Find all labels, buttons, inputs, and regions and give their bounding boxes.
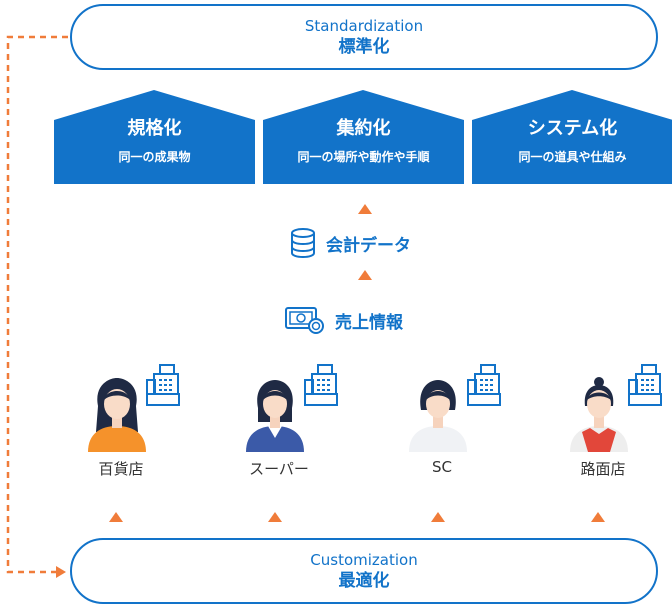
woman-apron-avatar — [570, 377, 628, 452]
arrow-up — [109, 512, 123, 522]
house-sub: 同一の道具や仕組み — [518, 150, 627, 164]
accounting-data-row: 会計データ — [290, 228, 411, 258]
arrow-up — [358, 204, 372, 214]
house-sub: 同一の場所や動作や手順 — [297, 150, 430, 164]
channel-shopping-center: SC — [407, 364, 547, 484]
channel-name: スーパー — [249, 460, 309, 478]
channel-department-store: 百貨店 — [86, 364, 226, 484]
channel-name: 百貨店 — [98, 460, 144, 478]
accounting-data-label: 会計データ — [326, 235, 411, 256]
house-sub: 同一の成果物 — [118, 150, 191, 164]
database-icon — [291, 228, 315, 258]
standardization-en: Standardization — [304, 17, 424, 35]
customization-jp: 最適化 — [338, 571, 390, 591]
customization-pill: Customization 最適化 — [70, 538, 658, 604]
arrow-up — [431, 512, 445, 522]
cash-register-icon — [304, 364, 338, 406]
customization-en: Customization — [310, 551, 418, 569]
channel-supermarket: スーパー — [244, 364, 384, 484]
cash-register-icon — [146, 364, 180, 406]
channel-name: 路面店 — [580, 460, 626, 478]
arrow-up — [591, 512, 605, 522]
cash-register-icon — [467, 364, 501, 406]
channel-name: SC — [432, 458, 452, 476]
standardization-jp: 標準化 — [338, 37, 390, 57]
standardization-pill: Standardization 標準化 — [70, 4, 658, 70]
banknote-coin-icon — [285, 307, 324, 334]
arrow-up — [268, 512, 282, 522]
house-standardize-spec: 規格化 同一の成果物 — [54, 90, 255, 184]
sales-info-label: 売上情報 — [335, 312, 403, 333]
sales-info-row: 売上情報 — [285, 305, 403, 335]
cash-register-icon — [628, 364, 662, 406]
woman-orange-avatar — [88, 378, 146, 452]
woman-uniform-avatar — [246, 380, 304, 452]
woman-white-avatar — [409, 380, 467, 452]
house-title: システム化 — [527, 118, 618, 139]
house-aggregation: 集約化 同一の場所や動作や手順 — [263, 90, 464, 184]
channel-roadside-store: 路面店 — [568, 364, 672, 484]
house-title: 集約化 — [336, 118, 391, 139]
house-title: 規格化 — [127, 118, 182, 139]
house-systemization: システム化 同一の道具や仕組み — [472, 90, 672, 184]
arrow-up — [358, 270, 372, 280]
